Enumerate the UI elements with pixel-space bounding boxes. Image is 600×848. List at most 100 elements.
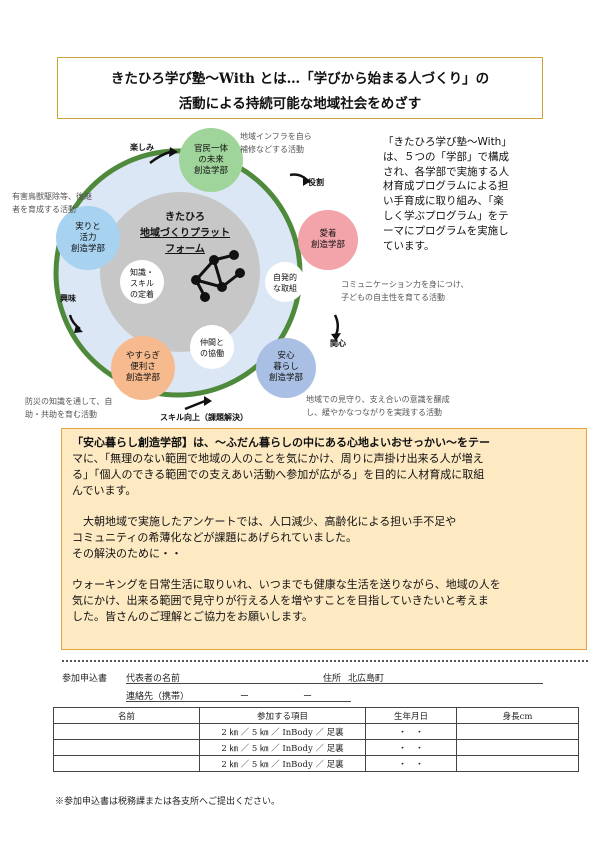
faculty-3-line3: 創造学部 bbox=[268, 373, 303, 383]
faculty-circle-1 bbox=[179, 128, 243, 192]
intro-line: い手育成に取り組み、「楽 bbox=[383, 195, 504, 208]
address-value: 北広島町 bbox=[348, 674, 385, 684]
info-p2-line: その解決のために・・ bbox=[72, 547, 182, 560]
title-box: きたひろ学び塾～With とは…「学びから始まる人づくり」の 活動による持続可能… bbox=[57, 57, 543, 119]
flow-label-top: 楽しみ bbox=[130, 143, 154, 152]
faculty-1-line3: 創造学部 bbox=[193, 166, 228, 176]
program-description-box: 「安心暮らし創造学部】は、～ふだん暮らしの中にある心地よいおせっかい～をテー マ… bbox=[61, 428, 587, 650]
platform-title: きたひろ 地域づくりプラットフォーム bbox=[140, 210, 230, 258]
inner-1-line3: の定着 bbox=[130, 290, 154, 299]
faculty-label-2: 愛着 創造学部 bbox=[298, 229, 358, 251]
intro-line: され、各学部で実施する人 bbox=[383, 165, 510, 178]
flow-label-bottom: スキル向上（課題解決） bbox=[160, 413, 248, 422]
inner-label-cooperation: 仲間と の協働 bbox=[189, 337, 235, 359]
cell-items[interactable]: 2 ㎞ ／ 5 ㎞ ／ InBody ／ 足裏 bbox=[199, 739, 366, 756]
note-bottom-left: 防災の知識を通して、自 助・共助を育む活動 bbox=[25, 395, 112, 421]
flow-label-right-top: 役割 bbox=[308, 178, 324, 187]
cell-name[interactable] bbox=[53, 723, 200, 740]
intro-line: ーマにプログラムを実施し bbox=[383, 224, 509, 237]
note-top-right: 地域インフラを自ら 補修などする活動 bbox=[240, 130, 312, 156]
inner-circle-cooperation bbox=[190, 325, 234, 369]
contact-dash-1: ー bbox=[240, 692, 250, 702]
form-label: 参加申込書 bbox=[62, 674, 108, 684]
info-p1-line: マに、「無理のない範囲で地域の人のことを気にかけ、周りに声掛け出来る人が増え bbox=[72, 452, 484, 465]
info-heading: 「安心暮らし創造学部】は、～ふだん暮らしの中にある心地よいおせっかい～をテー bbox=[72, 436, 490, 449]
note-bottom-right: 地域での見守り、支え合いの意識を醸成 し、緩やかなつながりを実践する活動 bbox=[306, 393, 450, 419]
faculty-5-line1: 実りと bbox=[75, 222, 101, 232]
intro-line: は、５つの「学部」で構成 bbox=[383, 150, 509, 163]
cell-items[interactable]: 2 ㎞ ／ 5 ㎞ ／ InBody ／ 足裏 bbox=[199, 723, 366, 740]
note-right-line2: 子どもの自主性を育てる活動 bbox=[341, 293, 445, 302]
inner-circle-knowledge bbox=[120, 260, 164, 304]
title-line-1: きたひろ学び塾～With とは…「学びから始まる人づくり」の bbox=[110, 71, 490, 87]
cell-name[interactable] bbox=[53, 739, 200, 756]
rep-name-field[interactable] bbox=[126, 683, 351, 684]
intro-line: ています。 bbox=[383, 239, 435, 252]
cell-height[interactable] bbox=[456, 739, 579, 756]
intro-line: 材育成プログラムによる担 bbox=[383, 180, 509, 193]
info-p3-line: した。皆さんのご理解とご協力をお願いします。 bbox=[72, 610, 313, 623]
faculty-4-line3: 創造学部 bbox=[125, 373, 160, 383]
arrow-top bbox=[149, 150, 171, 164]
inner-1-line2: スキル bbox=[130, 279, 154, 288]
note-bottom-left-line2: 助・共助を育む活動 bbox=[25, 410, 97, 419]
faculty-4-line2: 便利さ bbox=[130, 362, 156, 372]
arrow-bottom bbox=[184, 399, 206, 411]
cell-dob[interactable]: ・ ・ bbox=[365, 739, 457, 756]
cell-items[interactable]: 2 ㎞ ／ 5 ㎞ ／ InBody ／ 足裏 bbox=[199, 755, 366, 772]
inner-3-line1: 仲間と bbox=[200, 338, 224, 347]
inner-label-knowledge: 知識・ スキル の定着 bbox=[117, 267, 167, 300]
cell-name[interactable] bbox=[53, 755, 200, 772]
network-icon bbox=[191, 250, 245, 302]
rep-name-label: 代表者の名前 bbox=[126, 674, 181, 684]
info-p3-line: ウォーキングを日常生活に取りいれ、いつまでも健康な生活を送りながら、地域の人を bbox=[72, 578, 501, 591]
info-p2-line: コミュニティの希薄化などが課題にあげられていました。 bbox=[72, 531, 358, 544]
note-left-line1: 有害鳥獣駆除等、後継 bbox=[12, 192, 92, 201]
faculty-1-line1: 官民一体 bbox=[193, 144, 228, 154]
table-row: 2 ㎞ ／ 5 ㎞ ／ InBody ／ 足裏 ・ ・ bbox=[53, 755, 579, 772]
inner-1-line1: 知識・ bbox=[130, 268, 154, 277]
info-p1-line: る」「個人のできる範囲での支えあい活動へ参加が広がる」を目的に人材育成に取組 bbox=[72, 468, 485, 481]
note-left: 有害鳥獣駆除等、後継 者を育成する活動 bbox=[12, 190, 92, 216]
note-right-line1: コミュニケーション力を身につけ、 bbox=[341, 280, 469, 289]
faculty-circle-3 bbox=[256, 338, 316, 398]
platform-circle bbox=[100, 192, 260, 352]
table-row: 2 ㎞ ／ 5 ㎞ ／ InBody ／ 足裏 ・ ・ bbox=[53, 723, 579, 740]
faculty-5-line2: 活力 bbox=[79, 233, 97, 243]
cell-height[interactable] bbox=[456, 723, 579, 740]
cell-dob[interactable]: ・ ・ bbox=[365, 755, 457, 772]
faculty-label-3: 安心 暮らし 創造学部 bbox=[256, 351, 316, 384]
flow-label-right-bottom: 関心 bbox=[330, 339, 346, 348]
col-height: 身長cm bbox=[456, 707, 579, 724]
cell-height[interactable] bbox=[456, 755, 579, 772]
intro-line: 「きたひろ学び塾～With」 bbox=[383, 136, 512, 148]
col-items: 参加する項目 bbox=[199, 707, 366, 724]
flow-label-left: 興味 bbox=[60, 294, 76, 303]
cell-dob[interactable]: ・ ・ bbox=[365, 723, 457, 740]
contact-dash-2: ー bbox=[303, 692, 313, 702]
table-row: 2 ㎞ ／ 5 ㎞ ／ InBody ／ 足裏 ・ ・ bbox=[53, 739, 579, 756]
inner-circle-voluntary bbox=[265, 262, 305, 302]
info-p3-line: 気にかけ、出来る範囲で見守りが行える人を増やすことを目指していきたいと考えま bbox=[72, 594, 489, 607]
diagram-graphics bbox=[53, 128, 358, 411]
info-p2-line: 大朝地域で実施したアンケートでは、人口減少、高齢化による担い手不足や bbox=[72, 515, 457, 528]
note-bottom-left-line1: 防災の知識を通して、自 bbox=[25, 397, 113, 406]
faculty-label-5: 実りと 活力 創造学部 bbox=[58, 222, 118, 255]
note-top-right-line1: 地域インフラを自ら bbox=[240, 132, 312, 141]
arrow-heads bbox=[74, 147, 341, 406]
inner-3-line2: の協働 bbox=[200, 349, 224, 358]
faculty-5-line3: 創造学部 bbox=[70, 244, 105, 254]
intro-text: 「きたひろ学び塾～With」 は、５つの「学部」で構成 され、各学部で実施する人… bbox=[383, 135, 558, 253]
faculty-label-4: やすらぎ 便利さ 創造学部 bbox=[113, 351, 173, 384]
faculty-2-line1: 愛着 bbox=[319, 229, 337, 239]
cut-line bbox=[62, 660, 588, 662]
faculty-label-1: 官民一体 の未来 創造学部 bbox=[181, 144, 241, 177]
faculty-1-line2: の未来 bbox=[198, 155, 224, 165]
contact-field[interactable] bbox=[126, 701, 351, 702]
table-header-row: 名前 参加する項目 生年月日 身長cm bbox=[53, 707, 579, 724]
address-field[interactable] bbox=[348, 683, 543, 684]
title-line-2: 活動による持続可能な地域社会をめざす bbox=[178, 96, 422, 112]
contact-label: 連絡先（携帯） bbox=[126, 692, 190, 702]
faculty-diagram: きたひろ 地域づくりプラットフォーム 官民一体 の未来 創造学部 愛着 創造学部… bbox=[0, 125, 600, 425]
faculty-circle-4 bbox=[111, 336, 175, 400]
